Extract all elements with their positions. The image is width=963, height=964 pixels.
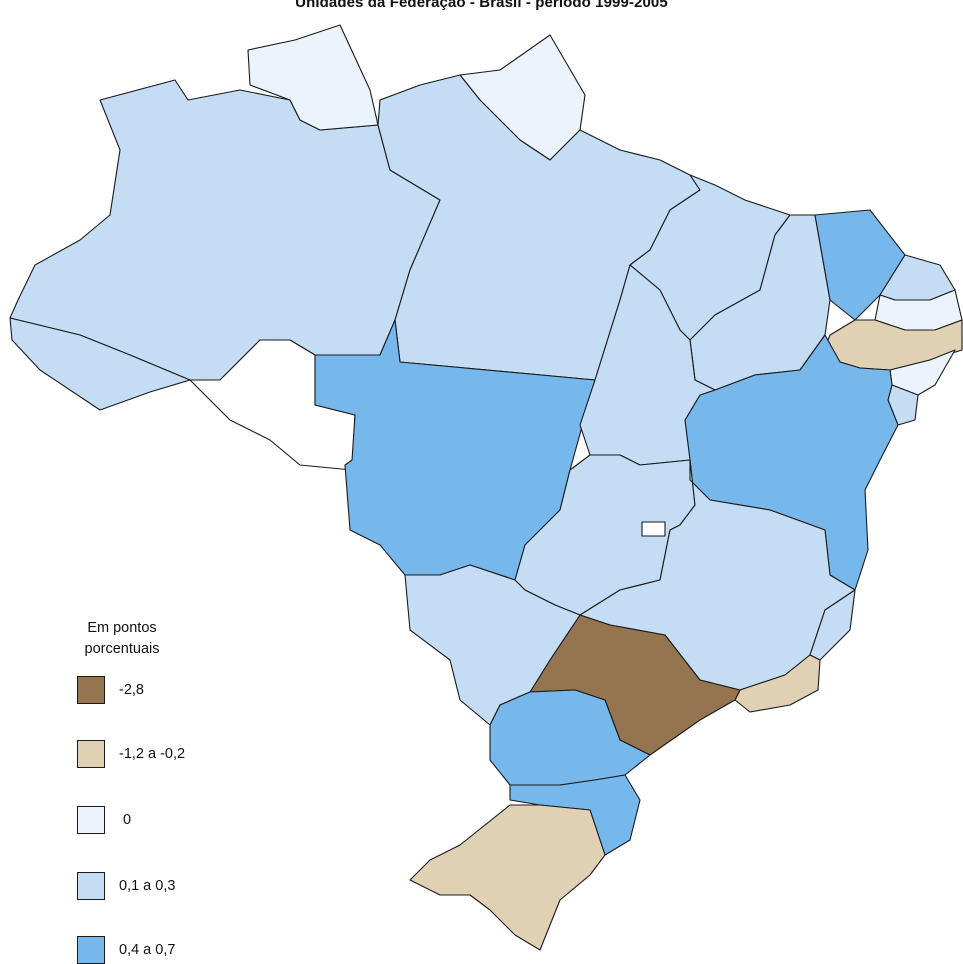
legend-title: Em pontos porcentuais <box>74 618 170 660</box>
state-roraima[interactable] <box>247 24 379 131</box>
legend-label-class-4: 0,1 a 0,3 <box>119 878 176 894</box>
legend-title-line-1: Em pontos <box>87 620 157 636</box>
legend-item-class-2: -1,2 a -0,2 <box>77 740 185 768</box>
legend-swatch-class-3 <box>77 806 105 834</box>
legend-label-class-2: -1,2 a -0,2 <box>119 746 186 762</box>
legend-item-class-3: 0 <box>77 806 131 834</box>
state-santa-catarina[interactable] <box>509 774 641 856</box>
state-tocantins[interactable] <box>579 264 716 466</box>
legend-label-class-1: -2,8 <box>119 682 144 698</box>
legend-item-class-1: -2,8 <box>77 676 144 704</box>
legend-label-class-3: 0 <box>123 812 132 828</box>
legend-label-class-5: 0,4 a 0,7 <box>119 942 176 958</box>
state-distrito-federal[interactable] <box>641 521 666 537</box>
legend-swatch-class-5 <box>77 936 105 964</box>
legend: Em pontos porcentuais -2,8 -1,2 a -0,2 0… <box>74 618 244 964</box>
legend-swatch-class-4 <box>77 872 105 900</box>
legend-item-class-5: 0,4 a 0,7 <box>77 936 175 964</box>
state-acre[interactable] <box>9 317 191 411</box>
legend-item-class-4: 0,1 a 0,3 <box>77 872 175 900</box>
legend-swatch-class-2 <box>77 740 105 768</box>
state-rio-grande-do-sul[interactable] <box>409 804 606 951</box>
map-title: Unidades da Federação - Brasil - período… <box>295 0 668 11</box>
legend-title-line-2: porcentuais <box>84 641 160 657</box>
state-mato-grosso-do-sul[interactable] <box>404 564 581 726</box>
state-espirito-santo[interactable] <box>809 589 856 661</box>
legend-swatch-class-1 <box>77 676 105 704</box>
